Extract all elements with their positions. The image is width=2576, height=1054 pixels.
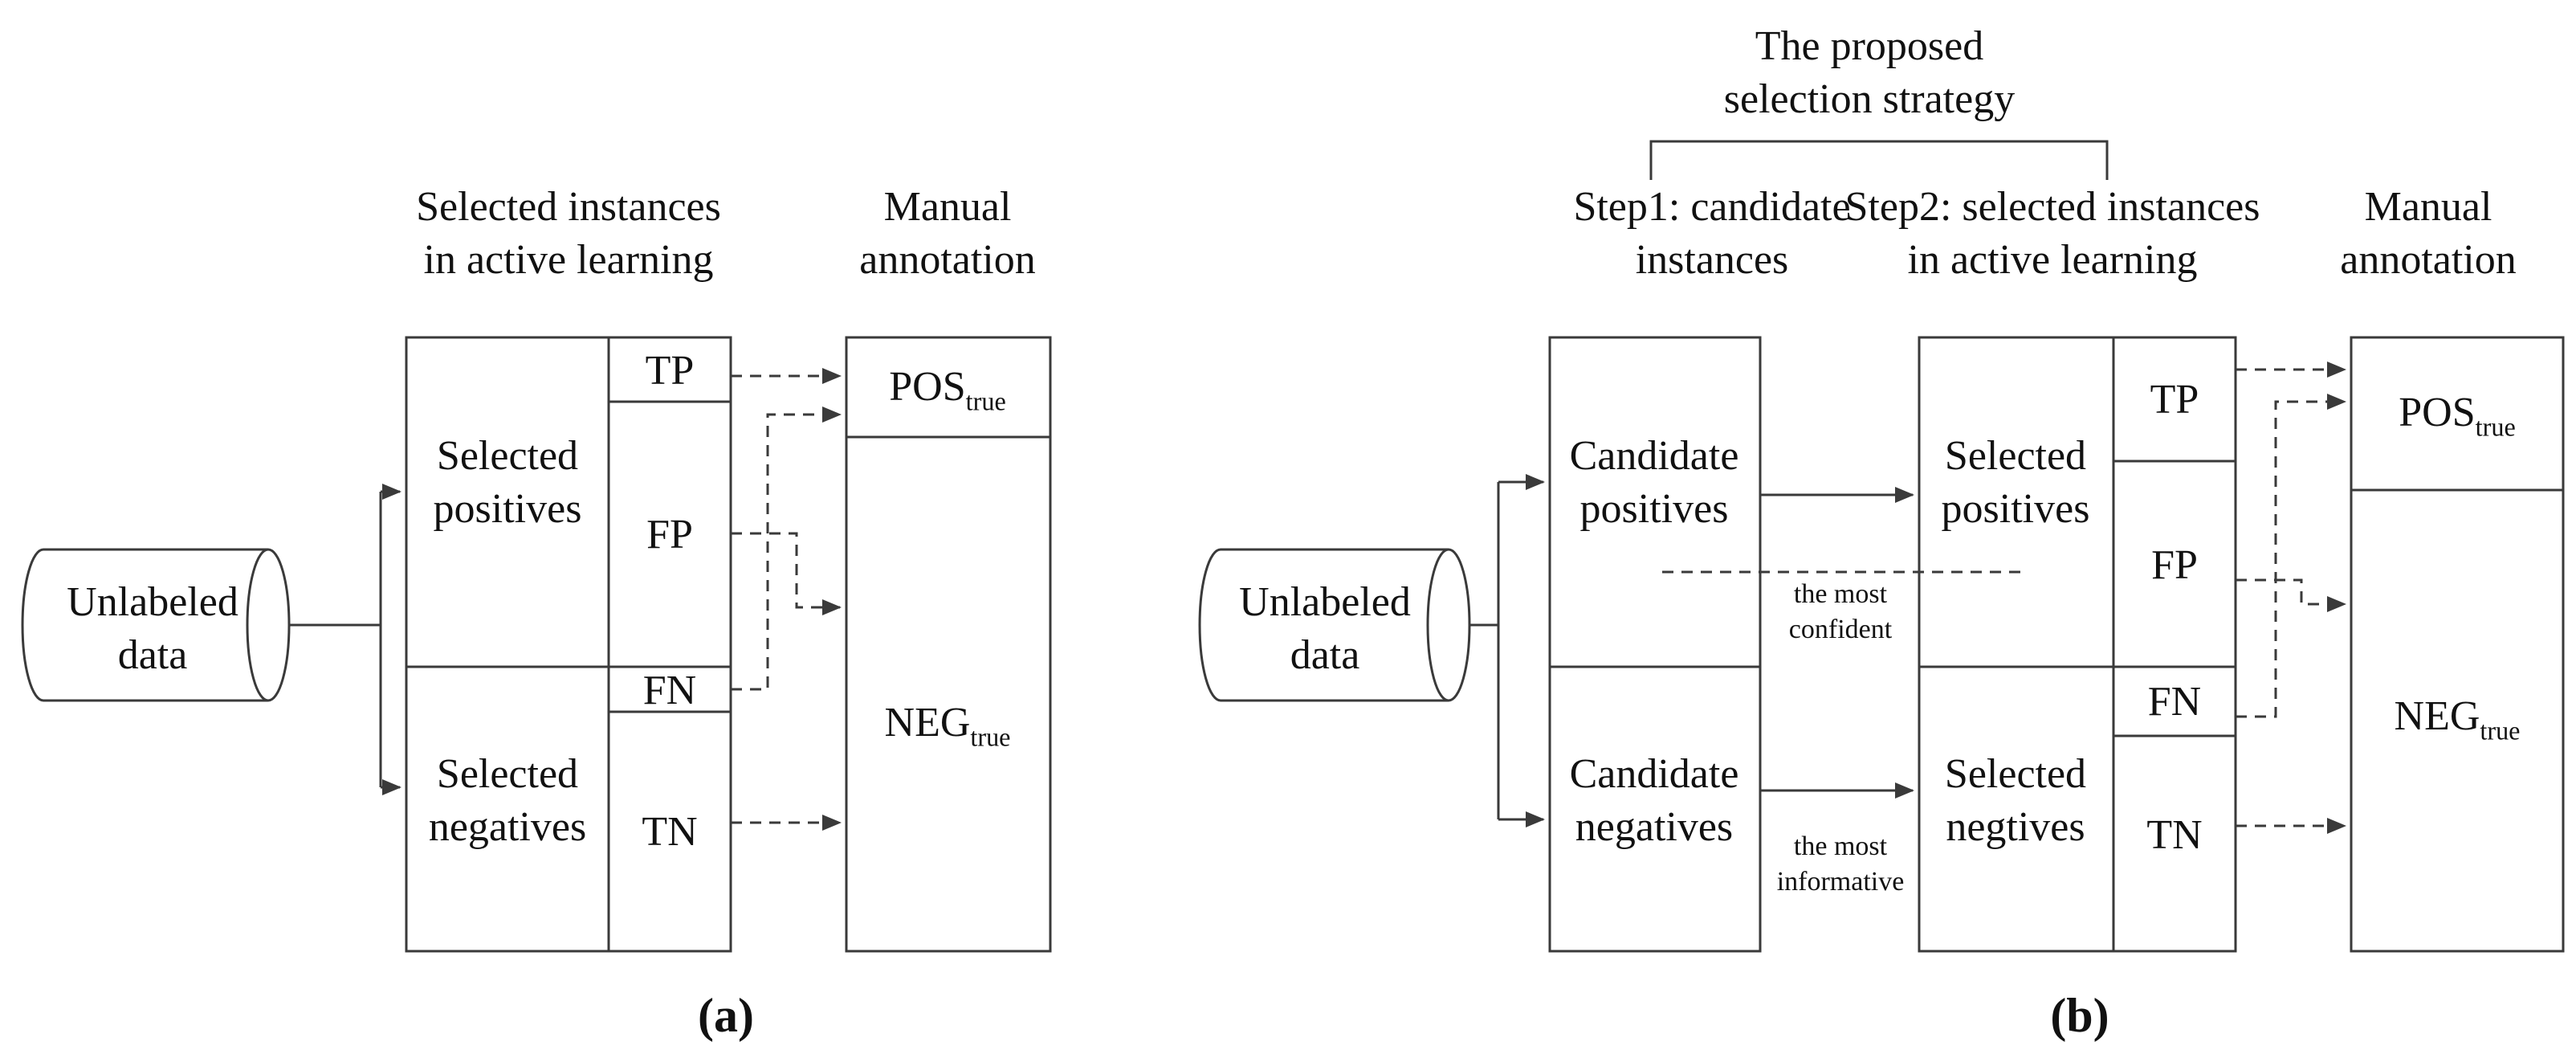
candidate-positives-line1: Candidate xyxy=(1569,432,1739,479)
manual-annotation-box-a xyxy=(845,336,1052,953)
pos-true-label-b: POStrue xyxy=(2399,387,2516,443)
cell-fn-a: FN xyxy=(642,667,697,713)
selected-negatives-b-line2: negtives xyxy=(1946,803,2085,850)
unlabeled-data-label-a: Unlabeled data xyxy=(67,575,238,681)
header-step1-line2: instances xyxy=(1635,236,1789,283)
header-selected-instances-a: Selected instances in active learning xyxy=(416,180,721,286)
header-selected-instances-a-line1: Selected instances xyxy=(416,183,721,230)
selected-positives-label-b: Selected positives xyxy=(1942,429,2090,535)
header-manual-annotation-b-line1: Manual xyxy=(2364,183,2492,230)
unlabeled-data-label-b: Unlabeled data xyxy=(1239,575,1411,681)
cell-fp-a: FP xyxy=(646,511,693,558)
selected-positives-label-a: Selected positives xyxy=(434,429,582,535)
cell-tp-a: TP xyxy=(645,347,695,394)
header-step1: Step1: candidate instances xyxy=(1573,180,1850,286)
header-step2-line1: Step2: selected instances xyxy=(1844,183,2260,230)
header-manual-annotation-a: Manual annotation xyxy=(859,180,1036,286)
figure-b-shapes xyxy=(1198,140,2565,953)
unlabeled-data-a-line1: Unlabeled xyxy=(67,578,238,625)
fn-to-pos-arrow-b xyxy=(2236,394,2346,718)
unlabeled-data-b-line1: Unlabeled xyxy=(1239,578,1411,625)
most-informative-label: the most informative xyxy=(1777,829,1905,900)
strategy-bracket xyxy=(1649,140,2109,180)
cell-fn-b: FN xyxy=(2147,678,2202,725)
fn-to-pos-arrow-a xyxy=(731,406,842,691)
selected-negatives-label-a: Selected negatives xyxy=(429,747,586,853)
selected-negatives-label-b: Selected negtives xyxy=(1945,747,2086,853)
pos-true-b-sub: true xyxy=(2475,415,2516,443)
header-step2: Step2: selected instances in active lear… xyxy=(1845,180,2260,286)
selected-negatives-a-line1: Selected xyxy=(436,750,579,797)
cylinder-b-branch-connector xyxy=(1469,474,1545,827)
candidate-positives-line2: positives xyxy=(1579,485,1729,532)
strategy-title-line1: The proposed xyxy=(1755,22,1984,69)
caption-b: (b) xyxy=(2050,990,2109,1043)
selected-instances-box-b xyxy=(1918,336,2237,953)
candidate-negatives-line2: negatives xyxy=(1575,803,1734,850)
unlabeled-data-b-line2: data xyxy=(1290,631,1360,678)
candidate-negatives-label: Candidate negatives xyxy=(1570,747,1739,853)
cell-tn-b: TN xyxy=(2146,811,2203,858)
most-informative-line2: informative xyxy=(1776,866,1905,897)
strategy-title-line2: selection strategy xyxy=(1723,76,2016,122)
pos-true-b-base: POS xyxy=(2399,389,2476,435)
cell-fp-b: FP xyxy=(2151,541,2198,588)
neg-true-b-base: NEG xyxy=(2394,692,2480,739)
neg-true-a-sub: true xyxy=(970,725,1011,753)
neg-true-label-b: NEGtrue xyxy=(2394,691,2521,745)
cell-tn-a: TN xyxy=(642,808,698,855)
candidate-negatives-line1: Candidate xyxy=(1569,750,1739,797)
pos-true-label-a: POStrue xyxy=(889,362,1006,417)
selected-positives-b-line2: positives xyxy=(1941,485,2090,532)
cylinder-a-icon xyxy=(21,548,291,702)
manual-annotation-box-b xyxy=(2350,336,2565,953)
candidate-positives-label: Candidate positives xyxy=(1570,429,1739,535)
most-informative-line1: the most xyxy=(1793,831,1888,861)
most-confident-line2: confident xyxy=(1788,614,1893,644)
most-confident-line1: the most xyxy=(1793,578,1888,609)
cylinder-a-branch-connector xyxy=(289,484,401,795)
neg-true-b-sub: true xyxy=(2480,718,2521,746)
selected-positives-a-line1: Selected xyxy=(436,432,579,479)
selected-negatives-b-line1: Selected xyxy=(1944,750,2087,797)
header-manual-annotation-b-line2: annotation xyxy=(2340,236,2517,283)
fp-to-neg-arrow-a xyxy=(731,532,842,615)
header-step1-line1: Step1: candidate xyxy=(1573,183,1851,230)
header-manual-annotation-b: Manual annotation xyxy=(2340,180,2517,286)
neg-true-label-a: NEGtrue xyxy=(884,697,1011,753)
pos-true-a-sub: true xyxy=(965,389,1006,417)
neg-true-a-base: NEG xyxy=(884,699,971,746)
cell-tp-b: TP xyxy=(2150,376,2199,423)
header-selected-instances-a-line2: in active learning xyxy=(423,236,714,283)
selected-positives-b-line1: Selected xyxy=(1944,432,2087,479)
selected-negatives-a-line2: negatives xyxy=(428,803,587,850)
caption-a: (a) xyxy=(698,990,754,1043)
header-step2-line2: in active learning xyxy=(1907,236,2198,283)
candidate-instances-box xyxy=(1548,336,1762,953)
header-manual-annotation-a-line2: annotation xyxy=(859,236,1036,283)
most-confident-label: the most confident xyxy=(1789,577,1892,648)
selected-instances-box-a xyxy=(405,336,732,953)
pos-true-a-base: POS xyxy=(889,363,966,410)
figure-a-shapes xyxy=(21,336,1052,953)
fp-to-neg-arrow-b xyxy=(2236,578,2346,612)
strategy-title: The proposed selection strategy xyxy=(1724,19,2015,125)
selected-positives-a-line2: positives xyxy=(433,485,582,532)
unlabeled-data-a-line2: data xyxy=(117,631,188,678)
header-manual-annotation-a-line1: Manual xyxy=(883,183,1012,230)
